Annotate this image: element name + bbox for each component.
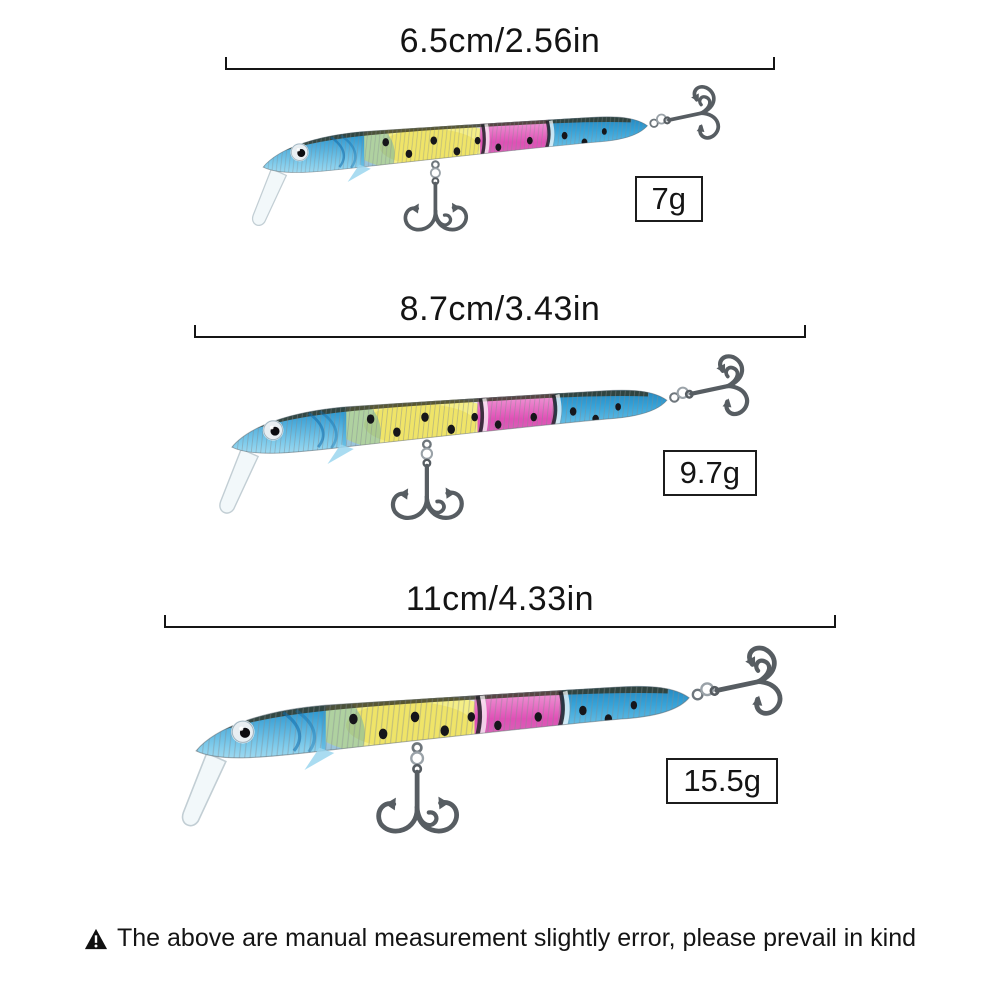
warning-triangle-icon [84, 928, 108, 949]
dimension-line [164, 615, 836, 629]
size-label: 8.7cm/3.43in [399, 289, 601, 328]
disclaimer: The above are manual measurement slightl… [0, 924, 1000, 953]
dimension-line [225, 57, 775, 71]
weight-badge: 15.5g [666, 757, 778, 805]
weight-badge: 9.7g [662, 449, 757, 497]
size-label: 6.5cm/2.56in [399, 22, 601, 60]
weight-value: 7g [651, 180, 686, 216]
jointed-minnow-lure-image [200, 344, 800, 536]
weight-value: 9.7g [679, 454, 740, 490]
jointed-minnow-lure-image [160, 634, 840, 852]
lure-section-small: 6.5cm/2.56in 7g [0, 22, 1000, 246]
weight-badge: 7g [634, 175, 703, 222]
lure-photo: 15.5g [160, 634, 840, 852]
disclaimer-text: The above are manual measurement slightl… [116, 924, 917, 952]
weight-value: 15.5g [683, 762, 761, 798]
lure-section-medium: 8.7cm/3.43in 9.7g [0, 290, 1000, 536]
size-label: 11cm/4.33in [405, 580, 595, 619]
lure-section-large: 11cm/4.33in 15.5g [0, 580, 1000, 852]
lure-photo: 7g [235, 76, 765, 246]
dimension-line [194, 324, 806, 338]
lure-photo: 9.7g [200, 344, 800, 536]
